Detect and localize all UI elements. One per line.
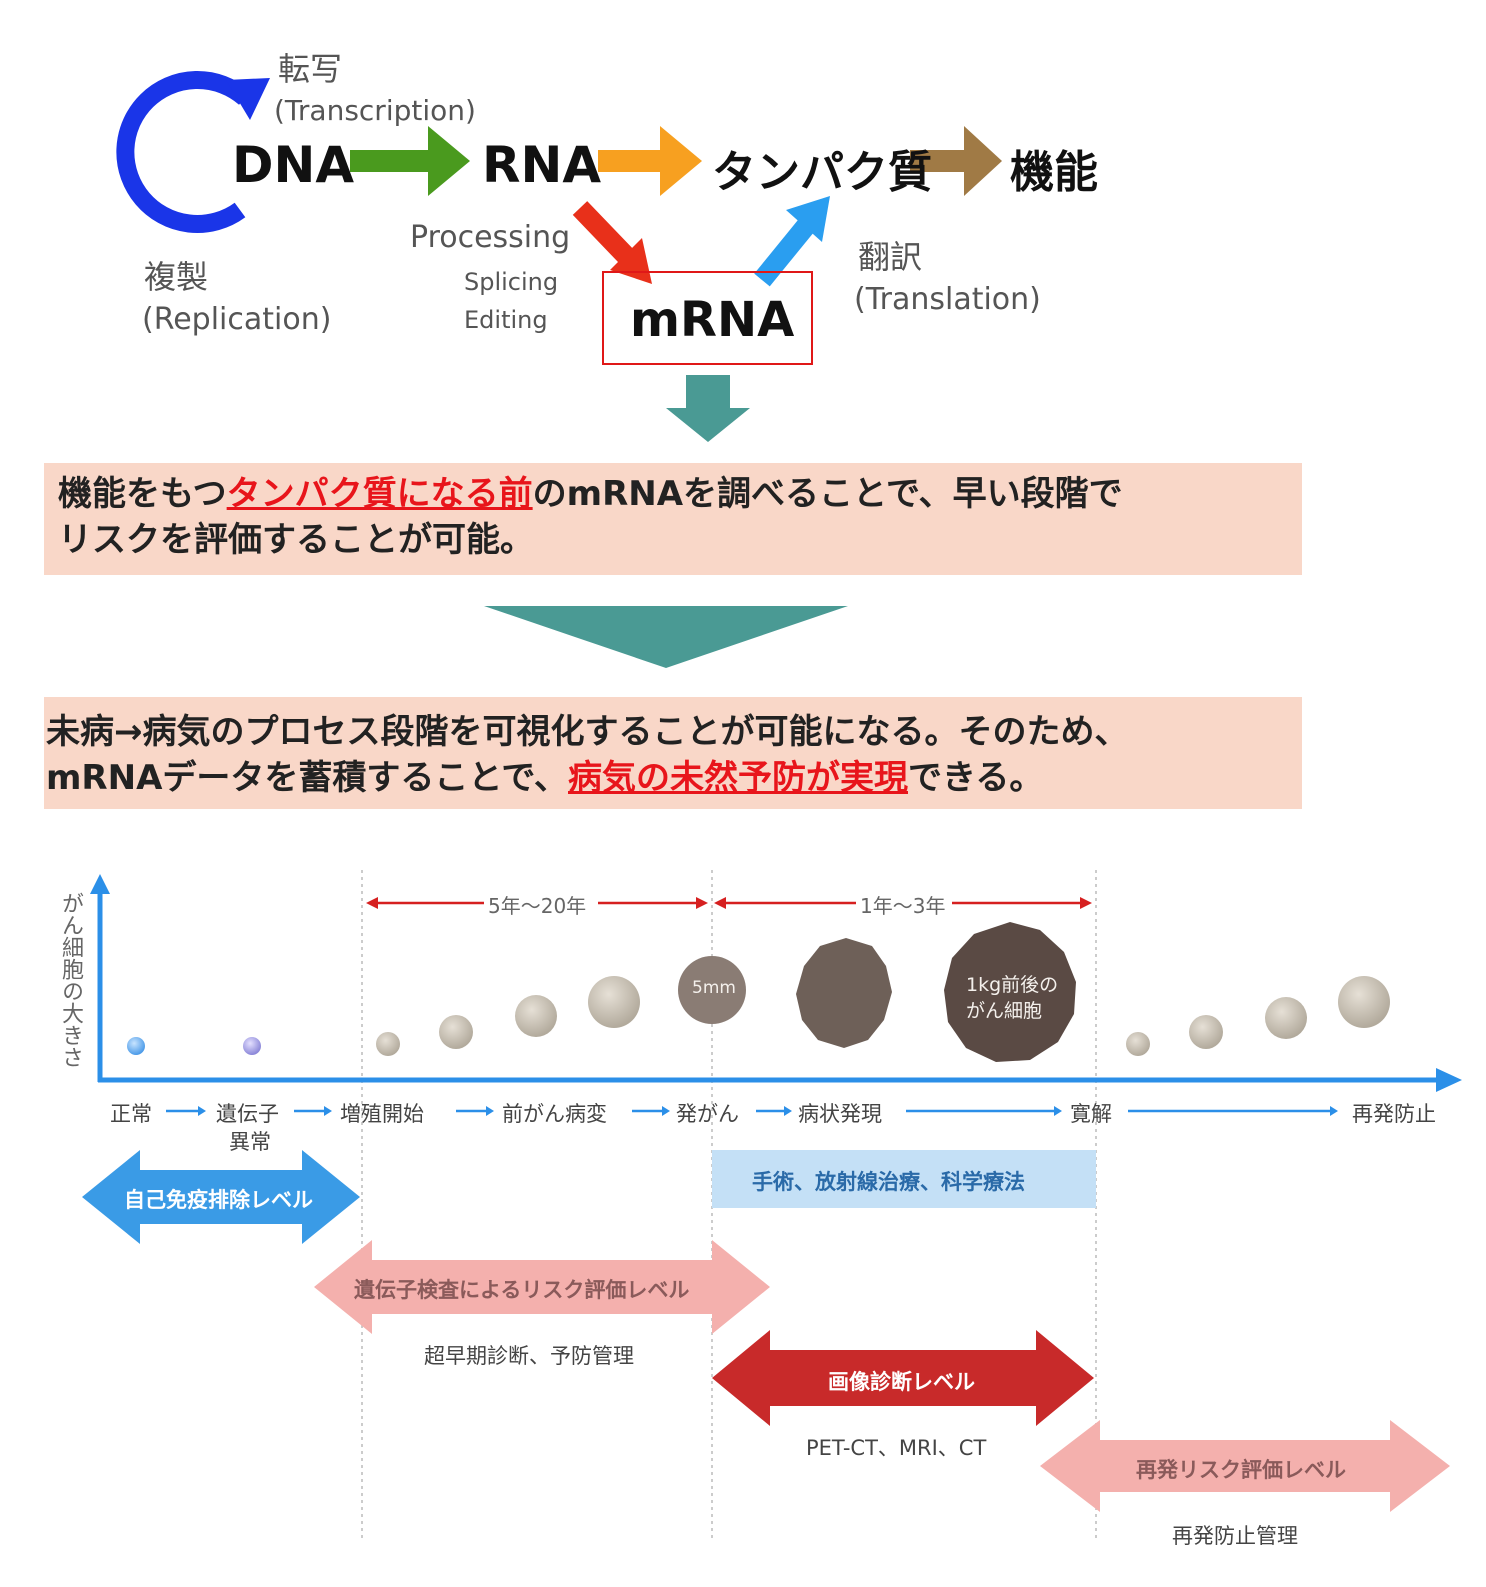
stage-precancer: 前がん病変 [502,1102,607,1126]
editing-label: Editing [464,306,548,334]
explanation-box-1: 機能をもつタンパク質になる前のmRNAを調べることで、早い段階で リスクを評価す… [44,463,1302,575]
protein-arrow-icon [598,126,702,196]
box2-line2: mRNAデータを蓄積することで、病気の未然予防が実現できる。 [46,755,1043,801]
genetic-level-arrow [314,1240,770,1334]
y-axis [90,874,110,1082]
box1-line1: 機能をもつタンパク質になる前のmRNAを調べることで、早い段階で [58,471,1123,517]
transcription-en-label: (Transcription) [274,94,476,127]
stage-normal: 正常 [110,1102,152,1126]
imaging-sub-label: PET-CT、MRI、CT [806,1436,987,1460]
box1-highlight: タンパク質になる前 [226,474,533,514]
stage-relapse-prevention: 再発防止 [1352,1102,1436,1126]
box1-line1-post: のmRNAを調べることで、早い段階で [532,474,1123,514]
imaging-level-arrow [712,1330,1094,1426]
transcription-arrow-icon [350,126,470,196]
replication-arrow-icon [116,71,270,233]
treatment-band [712,1150,1096,1208]
stage-onset: 発がん [676,1102,739,1126]
dna-label: DNA [232,136,355,194]
immune-level-arrow [82,1150,360,1244]
x-axis [98,1068,1462,1092]
recurrence-sub-label: 再発防止管理 [1172,1524,1298,1548]
processing-label: Processing [410,220,571,255]
replication-en-label: (Replication) [142,302,332,337]
box2-line2-pre: mRNAデータを蓄積することで、 [46,758,568,798]
mrna-highlight-box [602,271,813,365]
replication-jp-label: 複製 [144,258,209,296]
stage-proliferation: 増殖開始 [340,1102,424,1126]
stage-flow-arrows [166,1106,1338,1116]
box1-line2: リスクを評価することが可能。 [58,520,534,560]
size-label-1kg-b: がん細胞 [966,1000,1043,1022]
recurrence-level-label: 再発リスク評価レベル [1136,1458,1346,1482]
function-arrow-icon [910,126,1002,196]
down-arrow-icon [666,375,750,442]
box2-highlight: 病気の未然予防が実現 [568,758,908,798]
treatment-label: 手術、放射線治療、科学療法 [752,1170,1025,1194]
stage-symptoms: 病状発現 [798,1102,882,1126]
splicing-label: Splicing [464,268,559,296]
box1-line1-pre: 機能をもつ [58,474,227,514]
span-label-1-3: 1年〜3年 [860,894,946,918]
genetic-level-label: 遺伝子検査によるリスク評価レベル [354,1278,690,1302]
rna-label: RNA [482,136,602,194]
translation-en-label: (Translation) [854,282,1041,317]
recurrence-level-arrow [1040,1420,1450,1512]
span-arrow-1-3 [714,897,1092,909]
mrna-label: mRNA [630,292,795,348]
cell-size-markers [127,922,1390,1062]
size-label-5mm: 5mm [692,978,736,998]
span-arrow-5-20 [366,897,708,909]
imaging-level-label: 画像診断レベル [828,1370,975,1394]
genetic-sub-label: 超早期診断、予防管理 [424,1344,634,1368]
box2-line1: 未病→病気のプロセス段階を可視化することが可能になる。そのため、 [46,712,1129,752]
stage-remission: 寛解 [1070,1102,1112,1126]
translation-jp-label: 翻訳 [858,238,923,276]
transcription-jp-label: 転写 [278,50,343,88]
stage-gene-line2: 異常 [229,1130,271,1154]
down-triangle-icon [484,606,848,668]
box2-line2-post: できる。 [908,758,1044,798]
function-label: 機能 [1010,147,1098,198]
span-label-5-20: 5年〜20年 [488,894,587,918]
stage-gene-line1: 遺伝子 [216,1102,279,1126]
protein-label: タンパク質 [712,147,932,198]
size-label-1kg-a: 1kg前後の [966,974,1059,996]
explanation-box-2: 未病→病気のプロセス段階を可視化することが可能になる。そのため、 mRNAデータ… [44,697,1302,809]
immune-level-label: 自己免疫排除レベル [124,1188,313,1212]
y-axis-label: がん細胞の大きさ [58,892,83,1068]
